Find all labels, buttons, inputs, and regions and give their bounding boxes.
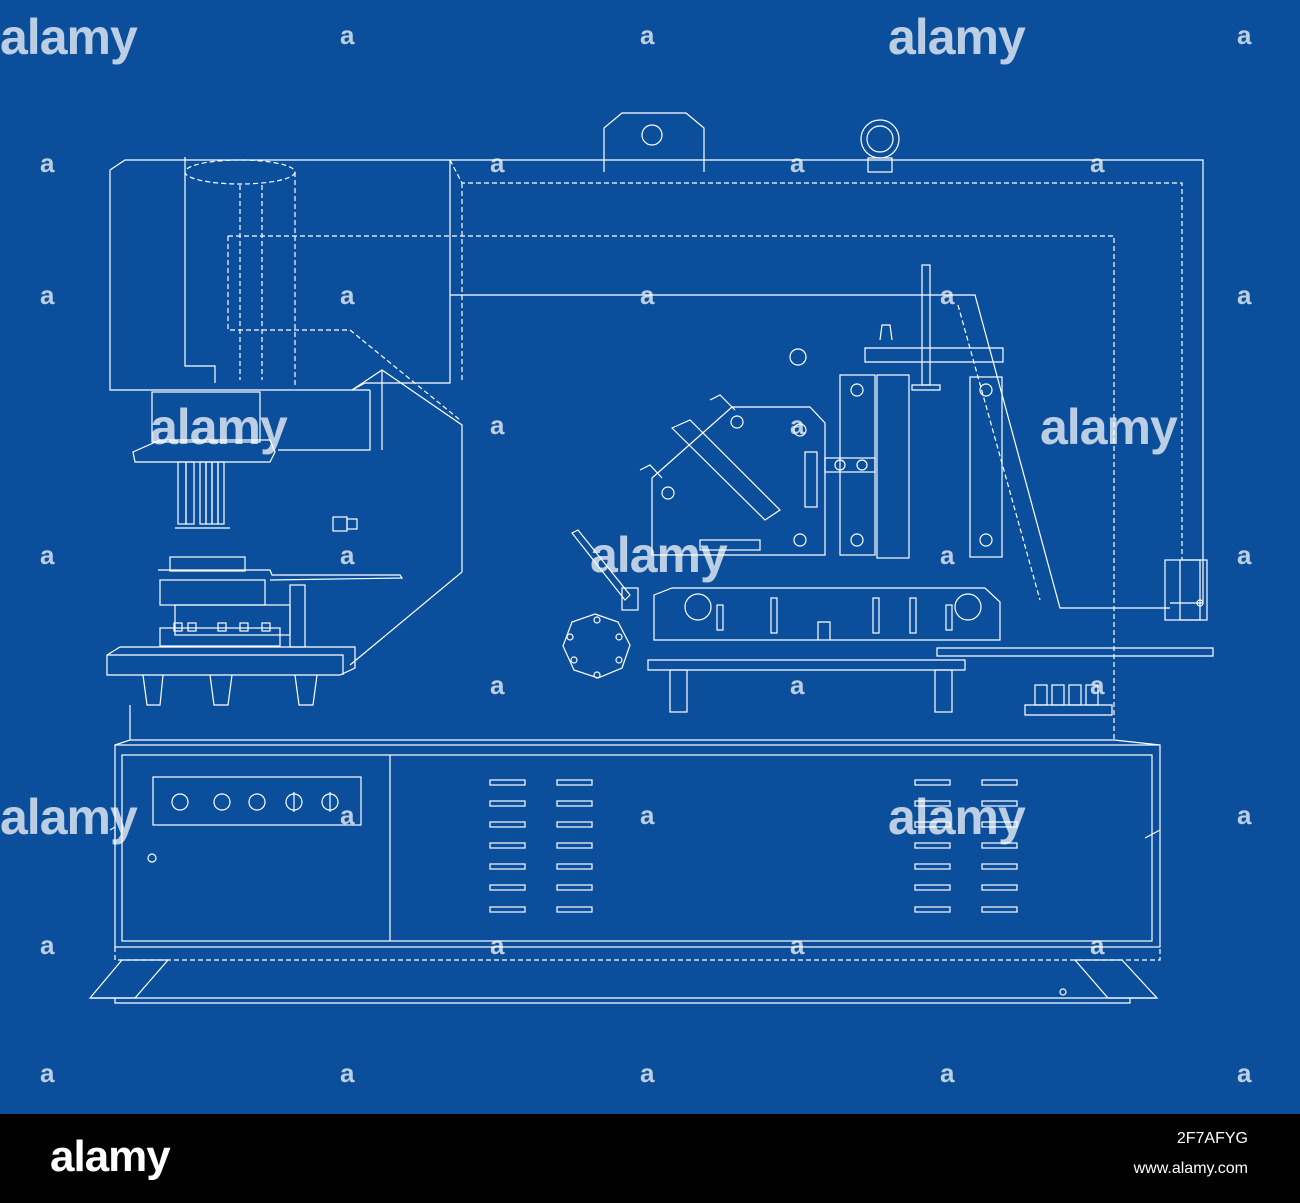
watermark-text: alamy — [150, 399, 288, 455]
watermark-mark: a — [790, 410, 805, 440]
angle-shear-assembly — [571, 394, 826, 611]
watermark-mark: a — [40, 1058, 55, 1088]
footer-url: www.alamy.com — [1133, 1160, 1248, 1177]
watermark-mark: a — [940, 1058, 955, 1088]
watermark-mark: a — [640, 20, 655, 50]
watermark-mark: a — [940, 280, 955, 310]
watermark-mark: a — [940, 540, 955, 570]
ventilation-slots-left — [489, 779, 593, 913]
right-side-guard — [1164, 559, 1208, 621]
watermark-mark: a — [340, 280, 355, 310]
watermark-mark: a — [40, 280, 55, 310]
watermark-mark: a — [1090, 148, 1105, 178]
watermark-mark: a — [640, 800, 655, 830]
watermark-text: alamy — [0, 9, 138, 65]
watermark-text: alamy — [888, 9, 1026, 65]
watermark-mark: a — [640, 1058, 655, 1088]
watermark-mark: a — [340, 20, 355, 50]
top-lifting-lug — [603, 112, 705, 172]
watermark-text: alamy — [590, 527, 728, 583]
frame-small-button — [332, 516, 358, 532]
watermark-mark: a — [340, 1058, 355, 1088]
watermark-mark: a — [790, 670, 805, 700]
ventilation-slots-right — [914, 779, 1018, 913]
watermark-mark: a — [340, 540, 355, 570]
watermark-mark: a — [1090, 670, 1105, 700]
flat-bar-shear — [647, 587, 1214, 713]
watermark-mark: a — [40, 930, 55, 960]
watermark-mark: a — [1237, 20, 1252, 50]
watermark-mark: a — [340, 800, 355, 830]
watermark-mark: a — [1237, 280, 1252, 310]
watermark-mark: a — [490, 410, 505, 440]
main-frame-upper-arm — [227, 159, 1204, 740]
watermark-mark: a — [490, 670, 505, 700]
stock-footer-bar: alamy 2F7AFYG www.alamy.com — [0, 1114, 1300, 1203]
watermark-mark: a — [790, 148, 805, 178]
punch-die-table — [106, 556, 404, 706]
watermark-mark: a — [640, 280, 655, 310]
watermark-mark: a — [40, 148, 55, 178]
watermark-mark: a — [490, 148, 505, 178]
watermark-mark: a — [1237, 800, 1252, 830]
bar-shear-block — [789, 264, 1004, 559]
footer-image-id: 2F7AFYG — [1176, 1130, 1248, 1147]
machine-blueprint-drawing — [88, 112, 1214, 1004]
punch-head — [109, 157, 451, 391]
base-cabinet — [109, 739, 1161, 961]
blueprint-canvas: alamy alamy alamy alamy alamy alamy alam… — [0, 0, 1300, 1114]
control-panel — [152, 776, 362, 826]
top-eye-ring — [860, 119, 900, 173]
watermark-text: alamy — [1040, 399, 1178, 455]
watermark-mark: a — [490, 930, 505, 960]
rotary-die-disc — [562, 613, 631, 679]
watermark-mark: a — [40, 540, 55, 570]
watermark-text: alamy — [888, 789, 1026, 845]
watermark-mark: a — [1237, 540, 1252, 570]
tool-rack — [1024, 684, 1113, 716]
watermark-mark: a — [1090, 930, 1105, 960]
watermark-text: alamy — [0, 789, 138, 845]
punch-ram — [132, 391, 276, 529]
base-plinth — [88, 959, 1159, 1004]
watermark-mark: a — [790, 930, 805, 960]
footer-logo: alamy — [50, 1132, 171, 1181]
watermark-mark: a — [1237, 1058, 1252, 1088]
